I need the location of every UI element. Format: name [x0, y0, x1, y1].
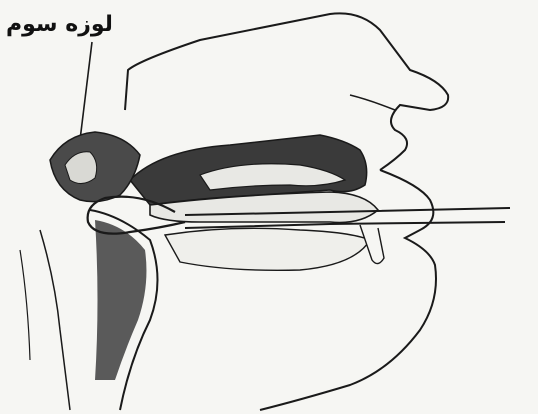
label-leader-line — [80, 42, 92, 140]
curette-shaft-bottom — [185, 222, 505, 228]
nostril-outline — [350, 95, 395, 110]
throat-shading — [95, 220, 146, 380]
tongue — [165, 228, 370, 270]
neck-outline — [40, 230, 70, 410]
neck-outline-2 — [20, 250, 30, 360]
